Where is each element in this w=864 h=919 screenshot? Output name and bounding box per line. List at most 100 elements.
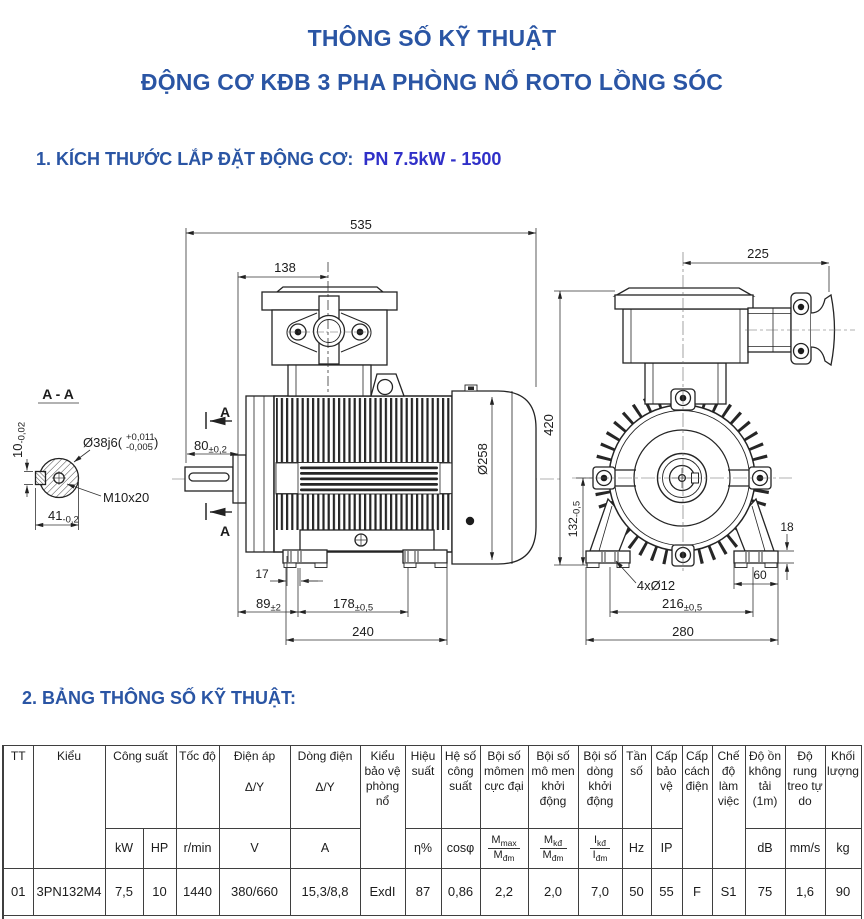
front-pad-left bbox=[585, 550, 631, 564]
cell-hz: 50 bbox=[621, 868, 652, 916]
col-kieu: Kiểu bbox=[32, 745, 106, 869]
unit-hz: Hz bbox=[621, 828, 652, 869]
cell-mmax: 2,2 bbox=[479, 868, 529, 916]
col-boi-so-ikd: Bội số dòng khởi động bbox=[577, 745, 623, 829]
fan-cover bbox=[451, 390, 537, 565]
dim-60-label: 60 bbox=[753, 568, 767, 582]
cell-hp: 10 bbox=[142, 868, 177, 916]
dim-138-label: 138 bbox=[274, 260, 296, 275]
cell-tt: 01 bbox=[2, 868, 34, 916]
tbox-neck bbox=[287, 364, 372, 397]
section-1-value: PN 7.5kW - 1500 bbox=[363, 149, 502, 169]
cell-ip: 55 bbox=[650, 868, 683, 916]
cell-cach-dien: F bbox=[681, 868, 713, 916]
dim-178-label: 178±0,5 bbox=[333, 596, 373, 614]
tbox-gland-face bbox=[312, 314, 346, 348]
col-che-do: Chế độ làm việc bbox=[711, 745, 746, 869]
dim-4xd12-label: 4xØ12 bbox=[637, 578, 675, 593]
dim-216-label: 216±0,5 bbox=[662, 596, 702, 614]
col-do-rung: Độ rung treo tự do bbox=[784, 745, 826, 829]
section-2-heading: 2. BẢNG THÔNG SỐ KỸ THUẬT: bbox=[22, 688, 297, 708]
shaft-keyway-slot bbox=[188, 472, 230, 482]
front-tbox-lid bbox=[614, 294, 754, 310]
table-row: 01 3PN132M4 7,5 10 1440 380/660 15,3/8,8… bbox=[2, 868, 862, 916]
col-cap-bao-ve: Cấp bảo vệ bbox=[650, 745, 683, 829]
dim-535-label: 535 bbox=[350, 217, 372, 232]
keyway-section bbox=[34, 470, 47, 486]
cell-mkd: 2,0 bbox=[527, 868, 579, 916]
dim-89-label: 89±2 bbox=[256, 596, 281, 614]
unit-rpm: r/min bbox=[175, 828, 220, 869]
front-view bbox=[572, 252, 855, 572]
dim-240-label: 240 bbox=[352, 624, 374, 639]
cable-gland bbox=[745, 292, 855, 367]
tap-hole-label: M10x20 bbox=[103, 490, 149, 505]
col-tan-so: Tần số bbox=[621, 745, 652, 829]
cell-kieu: 3PN132M4 bbox=[32, 868, 106, 916]
cell-che-do: S1 bbox=[711, 868, 746, 916]
unit-db: dB bbox=[744, 828, 786, 869]
tbox-lid-bevel bbox=[275, 286, 385, 293]
col-boi-so-mmax: Bội số mômen cực đại bbox=[479, 745, 529, 829]
dim-10-label: 10-0,02 bbox=[10, 422, 28, 458]
unit-a: A bbox=[289, 828, 361, 869]
col-hieu-suat: Hiệu suất bbox=[404, 745, 442, 829]
cell-rpm: 1440 bbox=[175, 868, 220, 916]
dim-41-label: 41-0,2 bbox=[48, 508, 79, 526]
col-kieu-bao-ve: Kiểu bảo vệ phòng nổ bbox=[359, 745, 406, 869]
technical-drawing: A - A 10-0,02 Ø38j6(+0,011-0,005) M10x20… bbox=[10, 217, 855, 645]
dim-225-label: 225 bbox=[747, 246, 769, 261]
unit-cos: cosφ bbox=[440, 828, 481, 869]
col-do-on: Độ ồn không tải (1m) bbox=[744, 745, 786, 829]
unit-hp: HP bbox=[142, 828, 177, 869]
col-khoi-luong: Khối lượng bbox=[824, 745, 862, 829]
side-view bbox=[172, 286, 560, 568]
page-subtitle: ĐỘNG CƠ KĐB 3 PHA PHÒNG NỔ ROTO LỒNG SÓC bbox=[140, 69, 724, 95]
section-aa-title: A - A bbox=[42, 386, 74, 402]
cell-kw: 7,5 bbox=[104, 868, 144, 916]
col-he-so: Hệ số công suất bbox=[440, 745, 481, 829]
col-boi-so-mkd: Bội số mô men khởi động bbox=[527, 745, 579, 829]
cell-db: 75 bbox=[744, 868, 786, 916]
end-shield bbox=[245, 395, 275, 553]
section-mark-a-top: A bbox=[220, 404, 230, 420]
unit-kg: kg bbox=[824, 828, 862, 869]
foot-pad-right bbox=[402, 549, 448, 564]
col-tt: TT bbox=[2, 745, 34, 869]
dim-17-label: 17 bbox=[255, 567, 269, 581]
table-row-stub bbox=[2, 915, 862, 919]
page-title: THÔNG SỐ KỸ THUẬT bbox=[307, 25, 557, 51]
cell-a: 15,3/8,8 bbox=[289, 868, 361, 916]
front-pad-right bbox=[733, 550, 779, 564]
cell-rung: 1,6 bbox=[784, 868, 826, 916]
unit-v: V bbox=[218, 828, 291, 869]
foot-pad-left bbox=[282, 549, 328, 564]
front-view-dims bbox=[554, 260, 830, 645]
dim-80-label: 80±0,2 bbox=[194, 438, 227, 456]
cell-kg: 90 bbox=[824, 868, 862, 916]
side-view-dims bbox=[185, 228, 537, 645]
dim-280-label: 280 bbox=[672, 624, 694, 639]
dim-132-label: 132-0,5 bbox=[566, 501, 583, 537]
cell-cos: 0,86 bbox=[440, 868, 481, 916]
dim-420-label: 420 bbox=[541, 414, 556, 436]
section-mark-a-bottom: A bbox=[220, 523, 230, 539]
cell-v: 380/660 bbox=[218, 868, 291, 916]
unit-mms: mm/s bbox=[784, 828, 826, 869]
unit-ip: IP bbox=[650, 828, 683, 869]
section-1-heading: 1. KÍCH THƯỚC LẮP ĐẶT ĐỘNG CƠ:PN 7.5kW -… bbox=[36, 149, 501, 170]
unit-eta: η% bbox=[404, 828, 442, 869]
dim-258-label: Ø258 bbox=[475, 443, 490, 475]
col-cong-suat: Công suất bbox=[104, 745, 177, 829]
unit-kw: kW bbox=[104, 828, 144, 869]
tbox-wing-right bbox=[340, 312, 372, 353]
col-toc-do: Tốc độ bbox=[175, 745, 220, 829]
dim-38-label: Ø38j6(+0,011-0,005) bbox=[83, 432, 158, 453]
section-aa-view bbox=[34, 457, 80, 499]
